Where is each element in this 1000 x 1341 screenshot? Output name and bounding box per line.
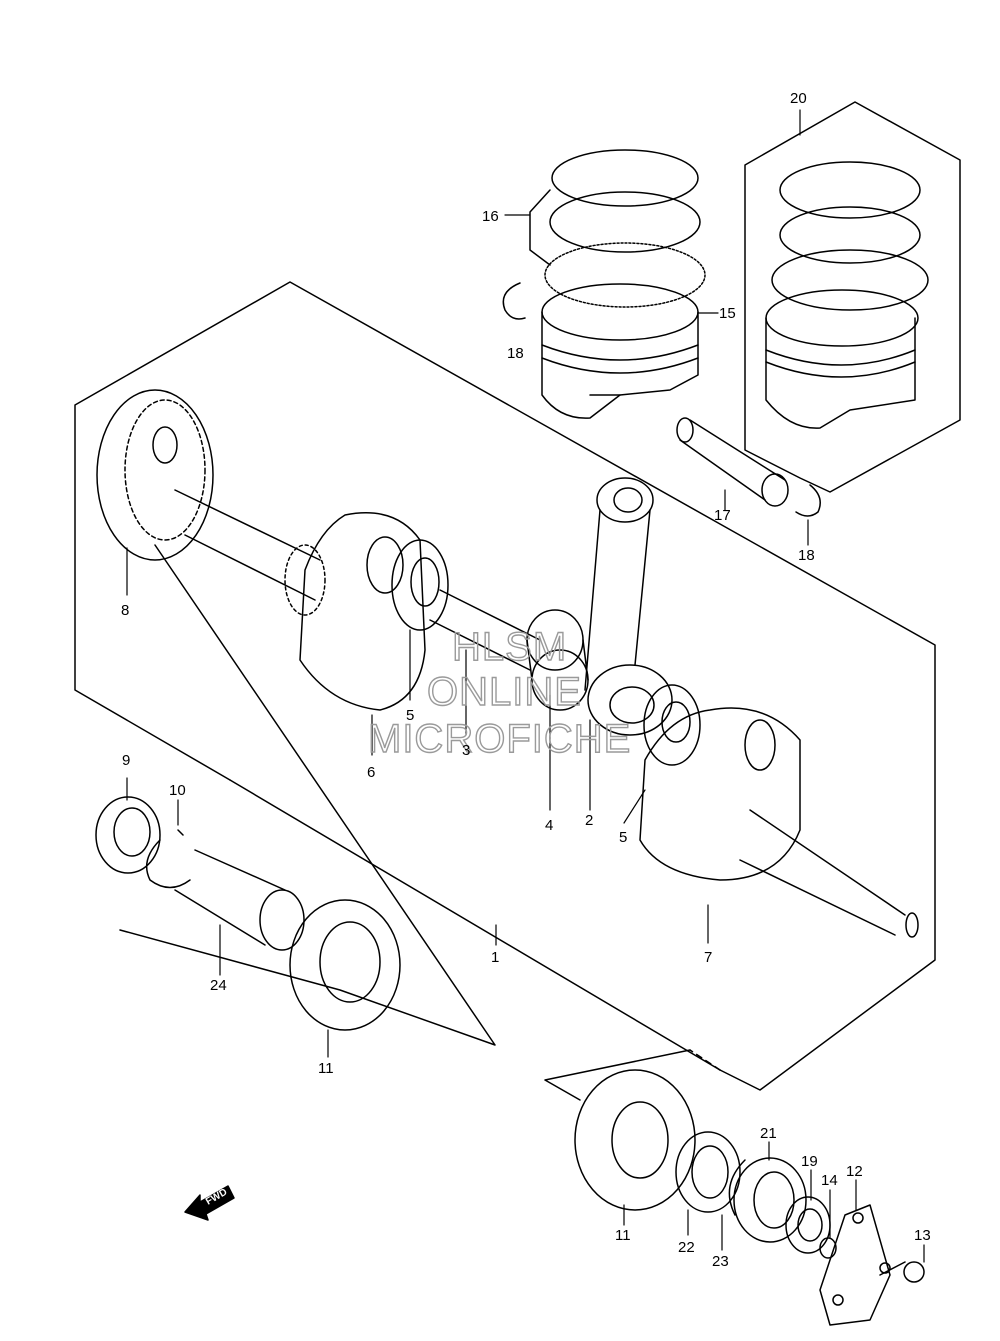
- watermark: HLSM ONLINE MICROFICHE: [367, 624, 631, 761]
- callout-1: 1: [491, 949, 499, 966]
- leader-lines: [126, 109, 925, 1263]
- plate-12: [819, 1204, 891, 1326]
- piston-set-box: [744, 101, 961, 493]
- crank-pin-3: [429, 589, 541, 671]
- connecting-rod-2: [584, 477, 673, 736]
- callout-21: 21: [760, 1125, 777, 1142]
- o-ring-14: [819, 1237, 837, 1259]
- circlip-18a: [502, 282, 526, 320]
- left-crankshaft-shaft: [174, 489, 326, 616]
- lower-bearing-callout-wedge: [544, 1049, 691, 1101]
- callout-24: 24: [210, 977, 227, 994]
- callout-5b: 5: [619, 829, 627, 846]
- callout-13: 13: [914, 1227, 931, 1244]
- watermark-line-2: ONLINE: [427, 670, 582, 714]
- callout-8: 8: [121, 602, 129, 619]
- callout-9: 9: [122, 752, 130, 769]
- sleeve-24: [174, 849, 305, 951]
- crank-gear-8: [96, 389, 214, 561]
- needle-bearing-4: [526, 609, 589, 711]
- lower-assembly-edge: [229, 779, 721, 1071]
- callout-22: 22: [678, 1239, 695, 1256]
- circlip-10: [145, 829, 191, 889]
- callout-12: 12: [846, 1163, 863, 1180]
- crank-web-6: [299, 512, 426, 711]
- callout-5a: 5: [406, 707, 414, 724]
- watermark-line-3: MICROFICHE: [368, 717, 631, 761]
- bearing-11b: [574, 1069, 696, 1211]
- callout-16: 16: [482, 208, 499, 225]
- callout-15: 15: [719, 305, 736, 322]
- piston-15: [541, 283, 699, 419]
- callout-11a: 11: [318, 1060, 334, 1077]
- bearing-indicator-lines: [119, 544, 496, 1046]
- callout-labels: 1 2 3 4 5 5 6 7 8 9 10 11 11 12 13 14 15…: [121, 90, 931, 1270]
- callout-17: 17: [714, 507, 731, 524]
- callout-19: 19: [801, 1153, 818, 1170]
- forward-arrow-icon: [184, 1185, 235, 1221]
- bearing-22: [675, 1131, 741, 1213]
- thrust-washer-5b: [643, 684, 701, 766]
- callout-3: 3: [462, 742, 470, 759]
- crank-web-7: [639, 707, 919, 938]
- callout-7: 7: [704, 949, 712, 966]
- callout-2: 2: [585, 812, 593, 829]
- circlip-23: [728, 1159, 746, 1216]
- callout-6: 6: [367, 764, 375, 781]
- thrust-washer-5a: [391, 539, 449, 631]
- callout-18b: 18: [798, 547, 815, 564]
- screw-13: [879, 1261, 925, 1283]
- piston-set-20-contents: [765, 161, 929, 429]
- callout-11b: 11: [615, 1227, 631, 1244]
- piston-rings-16: [529, 149, 706, 308]
- piston-pin-17: [676, 417, 789, 507]
- callout-14: 14: [821, 1172, 838, 1189]
- callout-23: 23: [712, 1253, 729, 1270]
- watermark-line-1: HLSM: [452, 625, 567, 669]
- spacer-19: [785, 1196, 831, 1254]
- oil-seal-21: [733, 1157, 807, 1243]
- bearing-9: [95, 796, 161, 874]
- callout-20: 20: [790, 90, 807, 107]
- circlip-18b: [795, 484, 821, 517]
- bearing-11a: [289, 899, 401, 1031]
- callout-4: 4: [545, 817, 553, 834]
- callout-18a: 18: [507, 345, 524, 362]
- callout-10: 10: [169, 782, 186, 799]
- crankshaft-assembly-outline: [74, 281, 936, 1091]
